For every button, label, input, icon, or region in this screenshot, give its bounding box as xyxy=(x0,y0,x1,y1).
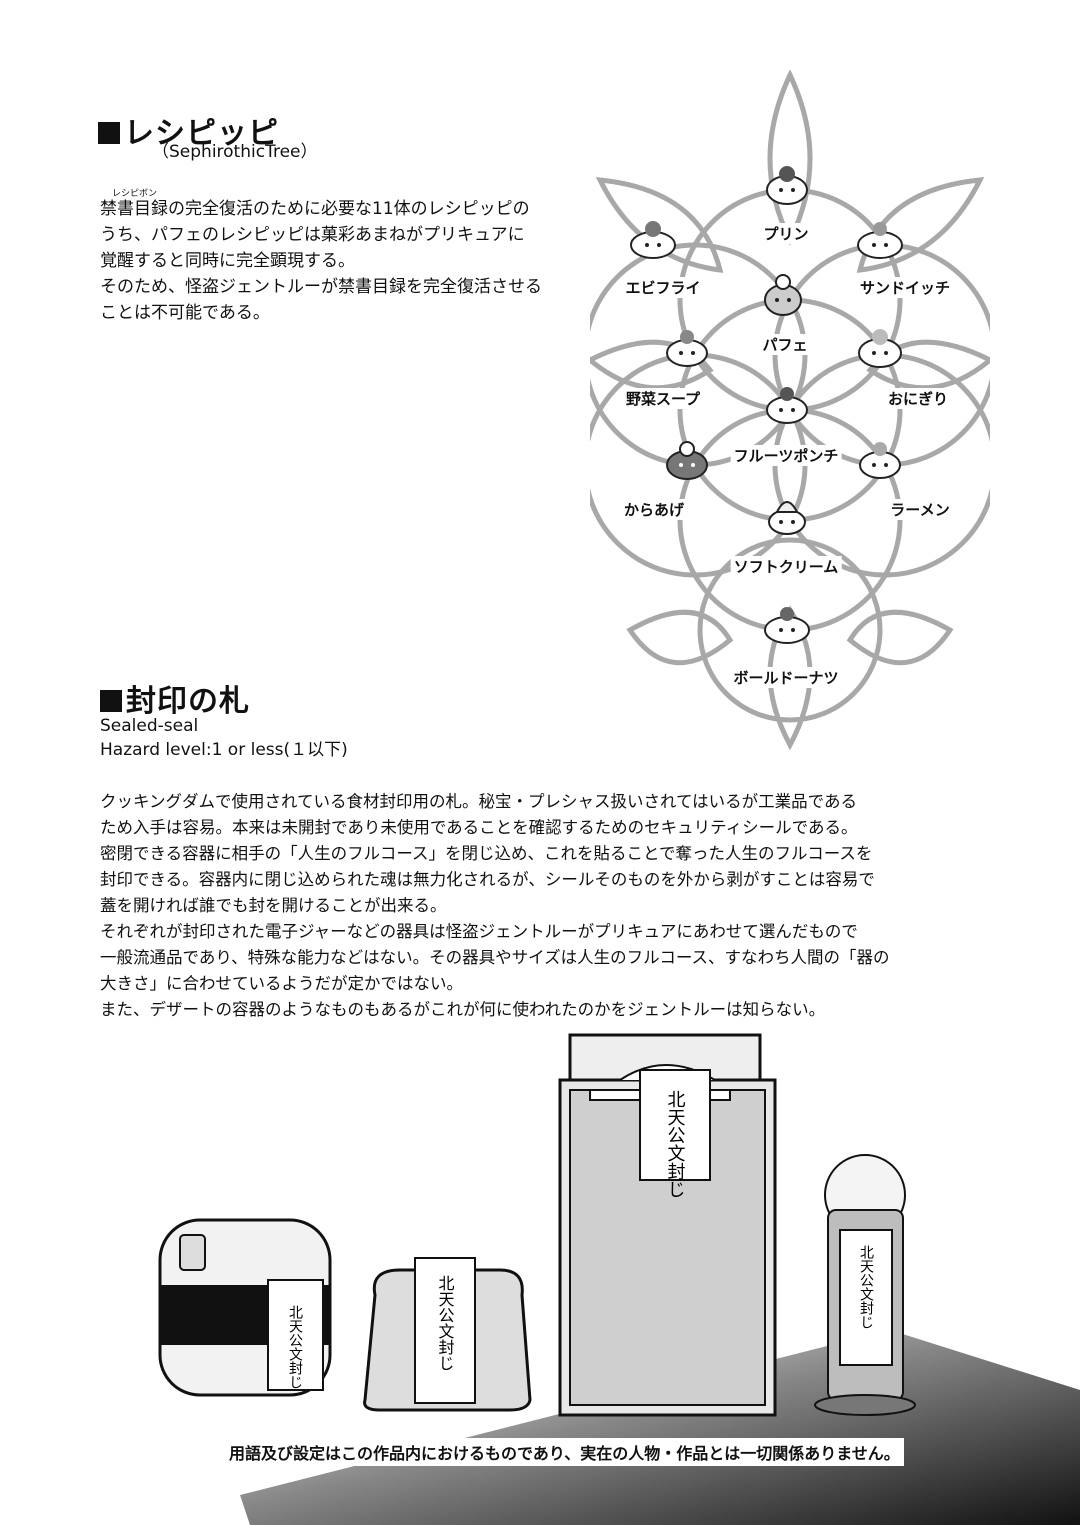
tree-label-purin: プリン xyxy=(760,223,812,244)
square-bullet-icon xyxy=(98,122,120,144)
tree-label-yasai-soup: 野菜スープ xyxy=(622,388,704,409)
tree-label-ramen: ラーメン xyxy=(887,499,953,520)
sephirothic-tree-diagram: プリン エビフライ サンドイッチ パフェ 野菜スープ おにぎり フルーツポンチ … xyxy=(590,70,990,750)
seal-text-bag: 北天公文封じ xyxy=(436,1275,455,1371)
square-bullet-icon xyxy=(100,690,122,712)
disclaimer-text: 用語及び設定はこの作品内におけるものであり、実在の人物・作品とは一切関係ありませ… xyxy=(225,1438,904,1466)
recipeppi-mascot-icon xyxy=(766,387,808,424)
tree-label-ebifurai: エビフライ xyxy=(622,277,704,298)
recipeppi-subheading: （SephirothicTree） xyxy=(152,142,318,162)
seal-text-cup: 北天公文封じ xyxy=(858,1245,874,1329)
seal-text-box: 北天公文封じ xyxy=(665,1090,686,1198)
recipeppi-mascot-icon xyxy=(859,442,901,479)
seal-heading-text: 封印の札 xyxy=(126,684,250,719)
seal-heading: 封印の札 xyxy=(100,676,250,720)
recipeppi-mascot-icon xyxy=(666,330,708,367)
recipeppi-mascot-icon xyxy=(630,221,676,259)
bag-package-icon xyxy=(363,1257,532,1412)
tree-label-parfait: パフェ xyxy=(759,334,811,355)
recipeppi-mascot-icon xyxy=(768,501,806,535)
recipeppi-heading: レシピッピ xyxy=(98,108,279,152)
dessert-cup-icon xyxy=(814,1154,916,1416)
tree-label-fruit-punch: フルーツポンチ xyxy=(730,445,842,466)
seal-hazard-level: Hazard level:1 or less(１以下) xyxy=(100,740,348,760)
ruby-annotation: レシピボン xyxy=(112,189,158,199)
recipeppi-mascot-icon xyxy=(764,274,802,316)
recipeppi-mascot-icon xyxy=(858,329,902,368)
tree-label-soft-cream: ソフトクリーム xyxy=(730,556,842,577)
tree-label-onigiri: おにぎり xyxy=(884,388,952,409)
tree-label-sandwich: サンドイッチ xyxy=(856,277,954,298)
tall-box-icon xyxy=(558,1033,777,1417)
sealed-containers-illustration: 北天公文封じ 北天公文封じ 北天公文封じ 北天公文封じ xyxy=(158,1033,916,1417)
seal-english-name: Sealed-seal xyxy=(100,716,199,736)
seal-body: クッキングダムで使用されている食材封印用の札。秘宝・プレシャス扱いされてはいるが… xyxy=(100,792,890,1019)
rice-cooker-icon xyxy=(158,1218,332,1397)
recipeppi-mascot-icon xyxy=(764,607,810,644)
recipeppi-mascot-icon xyxy=(766,166,808,205)
tree-label-karaage: からあげ xyxy=(620,499,688,520)
seal-text-rice-cooker: 北天公文封じ xyxy=(287,1305,303,1389)
recipeppi-body: 禁書目録の完全復活のために必要な11体のレシピッピの うち、パフェのレシピッピは… xyxy=(100,199,542,323)
tree-label-ball-donut: ボールドーナツ xyxy=(730,667,842,688)
recipeppi-heading-text: レシピッピ xyxy=(124,116,279,151)
recipeppi-mascot-icon xyxy=(666,441,708,480)
recipeppi-mascot-icon xyxy=(857,222,903,259)
